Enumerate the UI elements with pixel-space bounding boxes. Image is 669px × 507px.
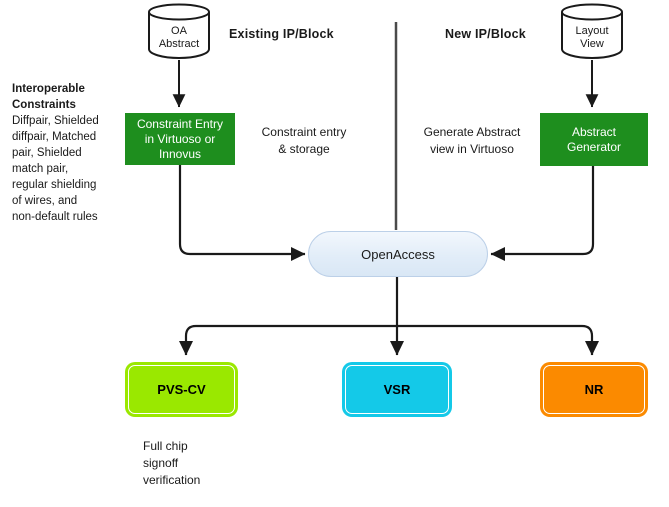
node-pvs-cv: PVS-CV	[125, 362, 238, 417]
label-full-chip-signoff: Full chip signoff verification	[143, 439, 201, 487]
cylinder-shape	[148, 3, 210, 59]
node-oa-abstract: OA Abstract	[148, 3, 210, 60]
oa-abstract-label: OA Abstract	[158, 25, 200, 50]
section-title-new-ip-block: New IP/Block	[445, 27, 526, 41]
label-constraint-entry-storage: Constraint entry & storage	[261, 125, 347, 156]
node-openaccess: OpenAccess	[308, 231, 488, 277]
note-body: Diffpair, Shielded diffpair, Matched pai…	[12, 115, 99, 223]
node-constraint-entry: Constraint Entry in Virtuoso or Innovus	[125, 113, 235, 165]
layout-view-label: Layout View	[575, 25, 609, 50]
arrow-abstract-generator-to-openaccess	[490, 166, 595, 262]
label-generate-abstract-view: Generate Abstract view in Virtuoso	[423, 125, 521, 156]
arrow-openaccess-to-nr	[397, 324, 600, 356]
section-title-existing-ip-block: Existing IP/Block	[229, 27, 334, 41]
node-abstract-generator: Abstract Generator	[540, 113, 648, 166]
arrow-openaccess-to-pvs-cv	[178, 324, 397, 356]
interoperable-constraints-note: Interoperable Constraints Diffpair, Shie…	[12, 81, 138, 225]
cylinder-shape	[561, 3, 623, 59]
node-layout-view: Layout View	[561, 3, 623, 60]
node-nr: NR	[540, 362, 648, 417]
arrow-constraint-entry-to-openaccess	[178, 165, 306, 262]
note-heading: Interoperable Constraints	[12, 83, 85, 111]
node-vsr: VSR	[342, 362, 452, 417]
